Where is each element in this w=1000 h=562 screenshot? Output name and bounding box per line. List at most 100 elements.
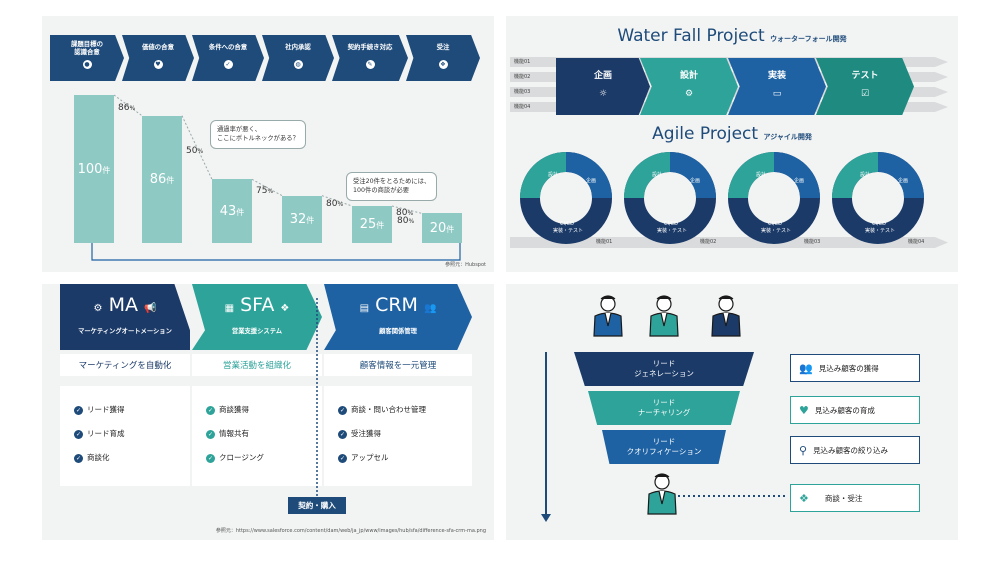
agile-lane-label: 機能03 xyxy=(804,239,821,245)
bulb-icon: ☼ xyxy=(598,89,608,99)
system-name: SFA xyxy=(240,294,275,316)
handshake-icon: ❖ xyxy=(799,491,809,505)
pen-icon: ✎ xyxy=(365,60,375,70)
source-note: 参照元：Hubspot xyxy=(445,262,486,268)
system-item-list: ✓商談・問い合わせ管理 ✓受注獲得 ✓アップセル xyxy=(324,386,472,486)
person-icon xyxy=(649,295,679,337)
agile-cycle-ring: 設計 企画 CI/CD 実装・テスト xyxy=(520,152,612,248)
funnel-bar: 100件 xyxy=(74,95,114,243)
step-chevron: 課題目標の 認識合意● xyxy=(50,35,124,81)
system-item: ✓商談・問い合わせ管理 xyxy=(338,405,426,415)
check-icon: ✓ xyxy=(338,453,347,463)
lead-diagram-art xyxy=(541,295,786,522)
right-box-qualify: ⚲見込み顧客の絞り込み xyxy=(790,436,920,464)
phase-design: 設計⚙ xyxy=(640,58,738,115)
conversion-rate: 50% xyxy=(186,145,204,156)
svg-text:実装・テスト: 実装・テスト xyxy=(865,227,895,234)
conversion-dotted-line xyxy=(321,195,353,207)
handshake-icon: ❖ xyxy=(438,60,448,70)
system-subtitle: 顧客関係管理 xyxy=(379,328,417,335)
svg-text:実装・テスト: 実装・テスト xyxy=(761,227,791,234)
svg-text:実装・テスト: 実装・テスト xyxy=(657,227,687,234)
agile-title: Agile Project アジャイル開発 xyxy=(652,124,812,144)
system-tagline: 営業活動を組織化 xyxy=(192,354,322,376)
system-subtitle: 営業支援システム xyxy=(231,328,283,335)
system-tagline: マーケティングを自動化 xyxy=(60,354,190,376)
agile-lane-label: 機能04 xyxy=(908,239,925,245)
bottleneck-callout: 通過率が悪く、 ここにボトルネックがある？ xyxy=(210,120,306,149)
laptop-icon: ▭ xyxy=(772,89,782,99)
funnel-bar: 20件 xyxy=(422,213,462,243)
waterfall-agile-panel: Water Fall Project ウォーターフォール開発 機能01 機能02… xyxy=(506,16,958,272)
ma-sfa-crm-panel: ⚙ MA 📢 マーケティングオートメーション マーケティングを自動化 ✓リード獲… xyxy=(42,284,494,540)
agile-cycle-ring: 設計 企画 CI/CD 実装・テスト xyxy=(624,152,716,248)
system-tagline: 顧客情報を一元管理 xyxy=(324,354,472,376)
funnel-qualification: リード クオリフィケーション xyxy=(602,430,726,464)
svg-text:企画: 企画 xyxy=(794,177,804,184)
requirement-callout: 受注20件をとるためには、 100件の商談が必要 xyxy=(346,172,438,201)
system-item-list: ✓商談獲得✓情報共有✓クロージング xyxy=(192,386,322,486)
funnel-bar: 25件 xyxy=(352,206,392,243)
check-icon: ✓ xyxy=(338,405,347,415)
conversion-dotted-line xyxy=(391,205,423,214)
globe-icon: ◍ xyxy=(293,60,303,70)
conversion-dotted-line xyxy=(251,178,283,197)
lead-funnel-panel: リード ジェネレーション リード ナーチャリング リード クオリフィケーション … xyxy=(506,284,958,540)
funnel-bar: 32件 xyxy=(282,195,322,243)
svg-text:CI/CD: CI/CD xyxy=(664,221,678,227)
person-icon xyxy=(711,295,741,337)
search-person-icon: ⚲ xyxy=(799,443,808,457)
person-icon xyxy=(593,295,623,337)
system-item-list: ✓リード獲得✓リード育成✓商談化 xyxy=(60,386,190,486)
funnel-bar: 86件 xyxy=(142,115,182,243)
source-note: 参照元：https://www.salesforce.com/content/d… xyxy=(215,528,486,534)
column-header: ⚙ MA 📢 マーケティングオートメーション xyxy=(60,284,190,350)
conversion-rate: 80% xyxy=(397,216,415,226)
step-label: 契約手続き対応 xyxy=(347,43,393,51)
system-item: ✓クロージング xyxy=(206,453,264,463)
svg-text:実装・テスト: 実装・テスト xyxy=(553,227,583,234)
people-icon: 👥 xyxy=(423,303,437,314)
funnel-nurturing: リード ナーチャリング xyxy=(588,391,740,425)
svg-text:設計: 設計 xyxy=(756,171,766,178)
bar-value-label: 25件 xyxy=(359,217,385,232)
check-icon: ✓ xyxy=(206,405,215,415)
gears-icon: ⚙ xyxy=(684,89,694,99)
svg-text:企画: 企画 xyxy=(690,177,700,184)
column-header: ▦ SFA ❖ 営業支援システム xyxy=(192,284,322,350)
handshake-icon: ❖ xyxy=(280,303,290,314)
system-item: ✓リード育成 xyxy=(74,429,125,439)
bar-value-label: 100件 xyxy=(77,161,111,177)
conversion-rate: 80% xyxy=(396,207,414,218)
heart-icon: ♥ xyxy=(153,60,163,70)
funnel-bar: 43件 xyxy=(212,179,252,243)
bar-value-label: 32件 xyxy=(289,211,315,227)
svg-text:企画: 企画 xyxy=(586,177,596,184)
agile-cycle-ring: 設計 企画 CI/CD 実装・テスト xyxy=(728,152,820,248)
right-box-deal: ❖商談・受注 xyxy=(790,484,920,512)
svg-text:設計: 設計 xyxy=(548,171,558,178)
sales-funnel-panel: 課題目標の 認識合意● 価値の合意♥ 条件への合意✓ 社内承認◍ 契約手続き対応… xyxy=(42,16,494,272)
check-icon: ✓ xyxy=(74,405,83,415)
svg-text:CI/CD: CI/CD xyxy=(560,221,574,227)
megaphone-icon: 📢 xyxy=(144,303,157,314)
system-item: ✓受注獲得 xyxy=(338,429,381,439)
system-item: ✓アップセル xyxy=(338,453,389,463)
system-subtitle: マーケティングオートメーション xyxy=(78,328,172,335)
conversion-dotted-line xyxy=(113,94,143,117)
column-header: ▤ CRM 👥 顧客関係管理 xyxy=(324,284,472,350)
agile-lane-bar xyxy=(510,237,948,248)
svg-text:CI/CD: CI/CD xyxy=(872,221,886,227)
svg-text:設計: 設計 xyxy=(652,171,662,178)
check-icon: ✓ xyxy=(74,453,83,463)
system-item: ✓リード獲得 xyxy=(74,405,125,415)
check-icon: ✓ xyxy=(206,453,215,463)
agile-lane-label: 機能01 xyxy=(596,239,613,245)
right-box-acquire: 👥見込み顧客の獲得 xyxy=(790,354,920,382)
agile-lane-label: 機能02 xyxy=(700,239,717,245)
check-doc-icon: ✓ xyxy=(223,60,233,70)
nurture-icon: ♥ xyxy=(799,403,809,417)
contract-connector xyxy=(316,298,318,496)
chart-icon: ▦ xyxy=(224,303,235,314)
system-name: CRM xyxy=(375,294,418,316)
